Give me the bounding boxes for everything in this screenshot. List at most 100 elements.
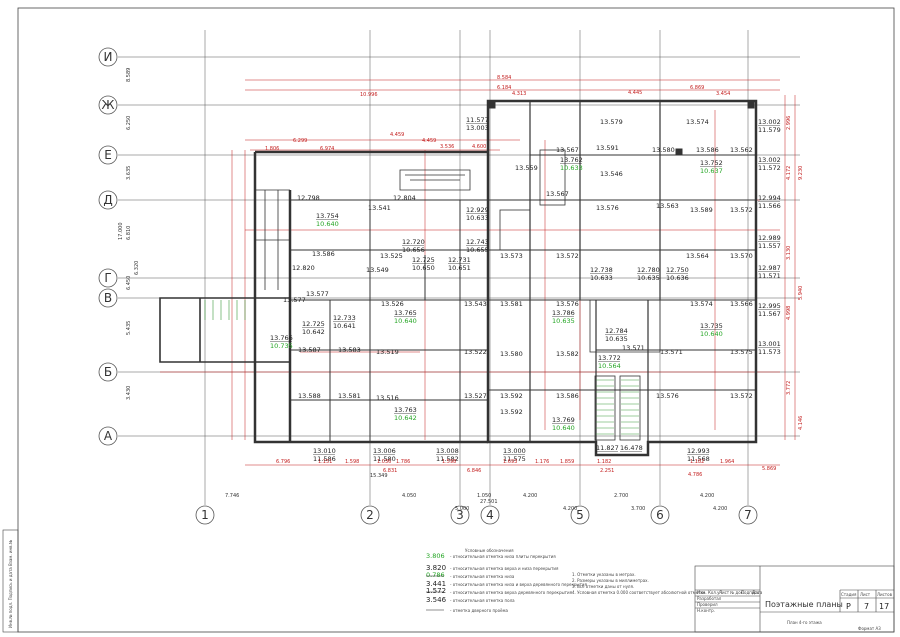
title-block-row-3: Н.контр. <box>697 608 715 613</box>
right-dim: 9.230 <box>798 166 804 180</box>
room-level: 13.586 <box>556 392 579 400</box>
bottom-dim: 3.700 <box>631 506 645 512</box>
side-stamp: Инв.№ подл. Подпись и дата Взам. инв.№ <box>8 540 13 628</box>
axis-bubble-row <box>98 47 118 67</box>
room-level: 13.588 <box>298 392 321 400</box>
axis-label-col: 7 <box>744 508 752 522</box>
top-dim: 8.584 <box>497 75 511 81</box>
legend-sample: 3.806 <box>426 552 445 560</box>
room-level: 13.579 <box>600 118 623 126</box>
top-dim: 6.184 <box>497 85 511 91</box>
level-bottom: 10.641 <box>333 322 356 330</box>
legend-footnote: 3. Все отметки даны от нуля. <box>572 584 634 589</box>
axis-bubble-row <box>98 268 118 288</box>
room-level: 13.571 <box>622 344 645 352</box>
room-level: 13.519 <box>376 348 399 356</box>
room-level: 13.525 <box>380 252 403 260</box>
room-level: 13.591 <box>596 144 619 152</box>
room-level: 13.583 <box>338 346 361 354</box>
top-dim: 4.445 <box>628 90 642 96</box>
room-level: 13.573 <box>500 252 523 260</box>
room-level: 13.571 <box>660 348 683 356</box>
level-top: 13.006 <box>373 447 396 455</box>
room-level: 13.543 <box>464 300 487 308</box>
bottom-dim: 1.176 <box>535 459 549 465</box>
green-level-bottom: 10.637 <box>700 167 723 175</box>
top-dim: 6.299 <box>293 138 307 144</box>
sheet-value: 7 <box>864 602 869 611</box>
room-level: 13.559 <box>515 164 538 172</box>
bottom-dim: 6.796 <box>276 459 290 465</box>
axis-label-col: 2 <box>366 508 374 522</box>
level-bottom: 10.650 <box>412 264 435 272</box>
level-bottom: 11.580 <box>373 455 396 463</box>
room-level: 13.586 <box>312 250 335 258</box>
top-dim: 6.869 <box>690 85 704 91</box>
sheet-frame <box>17 7 895 633</box>
green-level-bottom: 10.640 <box>394 317 417 325</box>
axis-label-row: Ж <box>102 98 115 112</box>
legend: Условные обозначения 3.806- относительна… <box>426 548 707 613</box>
level-bottom: 10.633 <box>590 274 613 282</box>
bottom-dim: 1.859 <box>560 459 574 465</box>
bottom-dim: 4.050 <box>402 493 416 499</box>
title-block-cols: Изм.Кол.учЛист№ док.ПодписьДата <box>697 590 763 595</box>
room-level: 13.567 <box>546 190 569 198</box>
green-level-bottom: 10.633 <box>560 164 583 172</box>
bottom-dim: 1.182 <box>690 459 704 465</box>
level-bottom: 10.635 <box>605 335 628 343</box>
left-dim: 6.810 <box>126 226 132 240</box>
level-top: 13.000 <box>503 447 526 455</box>
room-level: 13.580 <box>500 350 523 358</box>
level-marks: 11.57713.00313.00211.57913.00211.57212.9… <box>302 116 781 463</box>
level-bottom: 10.656 <box>402 246 425 254</box>
level-bottom: 10.635 <box>637 274 660 282</box>
axis-bubble-row <box>98 362 118 382</box>
level-top: 12.995 <box>758 302 781 310</box>
level-top: 12.750 <box>666 266 689 274</box>
left-dim: 5.435 <box>126 321 132 335</box>
right-dim: 2.996 <box>786 116 792 130</box>
green-level-top: 13.762 <box>560 156 583 164</box>
green-level-bottom: 10.635 <box>552 317 575 325</box>
bottom-dim: 1.036 <box>377 459 391 465</box>
axis-label-col: 4 <box>486 508 494 522</box>
room-level: 13.575 <box>730 348 753 356</box>
legend-sample-2: 0.786 <box>426 571 445 579</box>
title-block-row-2: Проверил <box>697 602 718 607</box>
level-top: 12.989 <box>758 234 781 242</box>
level-top: 12.743 <box>466 238 489 246</box>
room-level: 13.526 <box>381 300 404 308</box>
level-bottom: 10.636 <box>666 274 689 282</box>
room-level: 13.592 <box>500 392 523 400</box>
left-dim: 6.450 <box>126 276 132 290</box>
green-level-top: 13.754 <box>316 212 339 220</box>
bottom-dim: 1.050 <box>477 493 491 499</box>
axis-label-row: Б <box>104 365 112 379</box>
room-level: 12.820 <box>292 264 315 272</box>
top-dim: 6.974 <box>320 146 334 152</box>
top-dim: 4.459 <box>390 132 404 138</box>
bottom-dim: 5.000 <box>455 506 469 512</box>
green-level-bottom: 10.640 <box>316 220 339 228</box>
green-level-bottom: 10.642 <box>394 414 417 422</box>
axis-bubble-col <box>570 505 590 525</box>
room-level: 13.572 <box>556 252 579 260</box>
top-dim: 10.996 <box>360 92 378 98</box>
legend-note: - отметка дверного проёма <box>450 608 509 613</box>
axis-bubble-col <box>738 505 758 525</box>
bottom-dim: 1.182 <box>597 459 611 465</box>
green-level-bottom: 10.735 <box>270 342 293 350</box>
room-level: 13.576 <box>556 300 579 308</box>
axis-label-row: А <box>104 429 113 443</box>
room-level: 13.572 <box>730 392 753 400</box>
sheet-label: Лист <box>860 592 871 597</box>
sheet-subtitle: План 4-го этажа <box>787 620 822 625</box>
level-bottom: 10.651 <box>448 264 471 272</box>
axis-bubble-row <box>98 426 118 446</box>
level-bottom: 11.575 <box>503 455 526 463</box>
legend-footnote: 1. Отметки указаны в метрах. <box>572 572 636 577</box>
bottom-dim: 1.598 <box>345 459 359 465</box>
